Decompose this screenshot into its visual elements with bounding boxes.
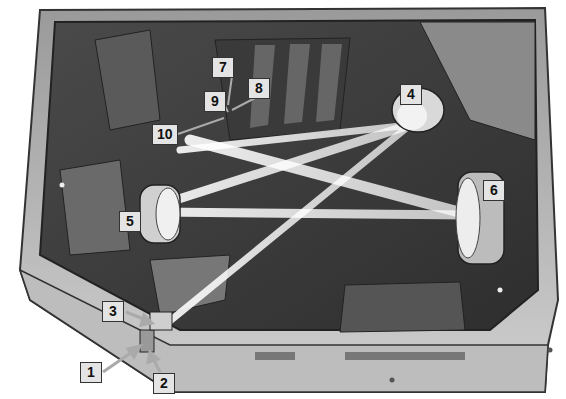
callout-number: 7 — [212, 57, 234, 78]
detector-block — [215, 38, 350, 140]
screw — [548, 348, 553, 353]
callout-number: 4 — [400, 84, 422, 105]
arrow-head — [141, 315, 152, 325]
callout-number: 3 — [102, 301, 124, 322]
connector-body — [140, 330, 154, 352]
leader-line — [178, 118, 224, 134]
callout-number: 10 — [152, 124, 178, 145]
screw — [390, 378, 395, 383]
vent-slot — [345, 352, 465, 360]
light-beam — [160, 212, 470, 215]
light-beams — [160, 125, 470, 325]
callout-number: 5 — [119, 211, 141, 232]
grating-face — [456, 178, 480, 258]
baffle — [340, 282, 465, 332]
arrow-head — [148, 352, 158, 362]
vent-slot — [255, 352, 295, 360]
mirror-face — [156, 188, 180, 240]
screw — [60, 183, 65, 188]
callout-number: 9 — [204, 91, 226, 112]
callout-number: 1 — [80, 362, 102, 383]
grating — [456, 172, 504, 264]
light-beam — [180, 125, 410, 150]
callout-number: 8 — [248, 78, 270, 99]
leader-arrows — [103, 76, 255, 372]
housing — [20, 8, 558, 392]
housing-interior — [40, 20, 538, 330]
leader-line — [228, 76, 232, 105]
screw — [498, 288, 503, 293]
mirror-face — [397, 102, 427, 130]
baffle — [60, 160, 130, 255]
entrance-slit — [140, 312, 172, 352]
mirror — [140, 185, 180, 243]
light-beam — [165, 125, 410, 325]
callout-number: 2 — [153, 373, 175, 394]
baffle — [95, 30, 160, 130]
mirror-body — [140, 185, 180, 243]
callout-number: 6 — [483, 180, 505, 201]
leader-line — [232, 98, 255, 110]
light-beam — [190, 140, 470, 215]
arrow-head — [128, 346, 140, 357]
slit-mount — [150, 312, 172, 330]
